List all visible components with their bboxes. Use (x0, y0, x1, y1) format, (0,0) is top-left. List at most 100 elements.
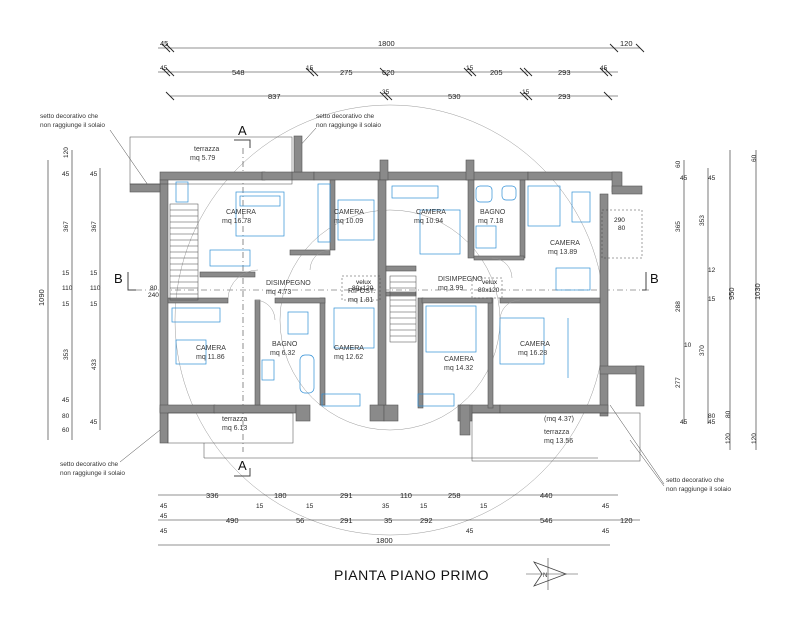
note-bl-1: setto decorativo che (60, 461, 119, 468)
dim-bottom-r3-3: 291 (340, 516, 353, 525)
note-tl-2: non raggiunge il solaio (40, 122, 105, 129)
dim-right-a-5: 45 (680, 419, 688, 426)
room-ripost-name: RIPOST. (348, 288, 375, 295)
room-camera-1-area: mq 16.78 (222, 218, 251, 225)
dim-left-b-6: 45 (90, 419, 98, 426)
section-a-bottom: A (238, 458, 247, 473)
dim-bottom-r3-2: 56 (296, 516, 304, 525)
dim-right-b-1: 353 (699, 215, 706, 226)
section-b-right: B (650, 271, 659, 286)
room-bagno-1-area: mq 7.18 (478, 218, 503, 225)
page-title: PIANTA PIANO PRIMO (334, 567, 489, 583)
section-b-left: B (114, 271, 123, 286)
velux-2-label: velux (482, 279, 498, 286)
walls (129, 135, 645, 444)
dim-right-b-7: 45 (708, 419, 716, 426)
dim-bottom-r1-4: 110 (400, 491, 412, 500)
dim-bottom-r4-1: 45 (466, 528, 474, 535)
note-tl-1: setto decorativo che (40, 113, 99, 120)
door-swings (227, 249, 521, 321)
dim-top-r3-4: 293 (558, 92, 571, 101)
room-bagno-1-name: BAGNO (480, 209, 506, 216)
dim-bottom-r2-6: 45 (602, 503, 610, 510)
bottom-dimensions: 336 180 291 110 258 440 45 15 15 35 15 1… (158, 491, 640, 546)
dim-bottom-r4-0: 45 (160, 528, 168, 535)
room-camera-4-area: mq 13.89 (548, 249, 577, 256)
note-br-2: non raggiunge il solaio (666, 486, 731, 493)
section-markers: A A B B (114, 123, 659, 477)
room-ripost-area: mq 1.81 (348, 297, 373, 304)
dim-right-outer-0: 950 (727, 287, 736, 300)
left-240-label: 240 (148, 292, 159, 299)
dim-right-b-5: 10 (684, 342, 692, 349)
dim-right-a-1: 45 (680, 175, 688, 182)
room-camera-7-name: CAMERA (444, 356, 474, 363)
dim-bottom-r3-5: 292 (420, 516, 433, 525)
dim-top-r2-5: 15 (466, 65, 474, 72)
dim-left-outer: 1090 (37, 289, 46, 306)
dim-top-r2-6: 205 (490, 68, 503, 77)
dim-left-a-2: 367 (63, 221, 70, 232)
dim-right-c-2: 120 (725, 433, 732, 444)
room-terrazza-br-area: mq 13.56 (544, 438, 573, 445)
left-80-label: 80 (150, 285, 158, 292)
room-disimpegno-2-name: DISIMPEGNO (438, 276, 483, 283)
room-camera-5-name: CAMERA (196, 345, 226, 352)
dim-top-r2-0: 45 (160, 65, 168, 72)
dim-right-a-3: 288 (675, 301, 682, 312)
svg-text:N: N (543, 573, 547, 579)
dim-bottom-r3-4: 35 (384, 516, 392, 525)
room-bagno-2-name: BAGNO (272, 341, 298, 348)
room-terrazza-bl-name: terrazza (222, 416, 247, 423)
dim-bottom-r3-1: 490 (226, 516, 239, 525)
room-disimpegno-1-name: DISIMPEGNO (266, 280, 311, 287)
box-290-label: 290 (614, 217, 625, 224)
dim-top-r3-0: 837 (268, 92, 281, 101)
dim-left-a-3: 15 (62, 270, 70, 277)
dim-right-c-1: 80 (725, 410, 732, 418)
top-dimensions: 45 1800 120 45 548 15 275 620 15 205 293… (158, 39, 645, 101)
furniture (171, 181, 643, 407)
dim-top-r1-1: 1800 (378, 39, 395, 48)
stair-treads-1 (170, 209, 198, 295)
dim-top-r1-0: 45 (160, 39, 168, 48)
velux-1-label: velux (356, 279, 372, 286)
dim-left-a-6: 353 (63, 349, 70, 360)
section-a-top: A (238, 123, 247, 138)
dim-bottom-total: 1800 (376, 536, 393, 545)
dim-left-a-1: 45 (62, 171, 70, 178)
room-disimpegno-2-area: mq 3.99 (438, 285, 463, 292)
room-camera-6-area: mq 12.62 (334, 354, 363, 361)
dim-top-r3-1: 35 (382, 89, 390, 96)
velux-1-size: 80x120 (352, 285, 374, 292)
left-dimensions: 1090 120 45 367 15 110 15 353 45 80 60 4… (37, 147, 101, 440)
dim-right-b-0: 45 (708, 175, 716, 182)
dim-bottom-r2-4: 15 (420, 503, 428, 510)
box-80-label: 80 (618, 225, 626, 232)
dim-left-b-5: 433 (91, 359, 98, 370)
dim-right-a-4: 277 (675, 377, 682, 388)
dim-top-r2-8: 45 (600, 65, 608, 72)
dim-top-r2-4: 620 (382, 68, 395, 77)
dim-left-a-8: 80 (62, 413, 70, 420)
dim-left-a-0: 120 (63, 147, 70, 158)
room-disimpegno-1-area: mq 4.73 (266, 289, 291, 296)
dim-left-a-7: 45 (62, 397, 70, 404)
dim-bottom-r2-3: 35 (382, 503, 390, 510)
room-camera-2-area: mq 10.09 (334, 218, 363, 225)
dim-right-a-2: 365 (675, 221, 682, 232)
dim-bottom-r2-1: 15 (256, 503, 264, 510)
room-camera-8-area: mq 16.28 (518, 350, 547, 357)
dim-top-r2-7: 293 (558, 68, 571, 77)
dim-right-b-4: 370 (699, 345, 706, 356)
dim-left-b-3: 110 (90, 285, 101, 292)
dim-right-c-0: 60 (751, 154, 758, 162)
room-terrazza-top-area: mq 5.79 (190, 155, 215, 162)
dim-right-c-3: 120 (751, 433, 758, 444)
note-tm-1: setto decorativo che (316, 113, 375, 120)
dim-left-b-4: 15 (90, 301, 98, 308)
dim-top-r2-3: 275 (340, 68, 353, 77)
dim-left-b-2: 15 (90, 270, 98, 277)
room-camera-3-name: CAMERA (416, 209, 446, 216)
